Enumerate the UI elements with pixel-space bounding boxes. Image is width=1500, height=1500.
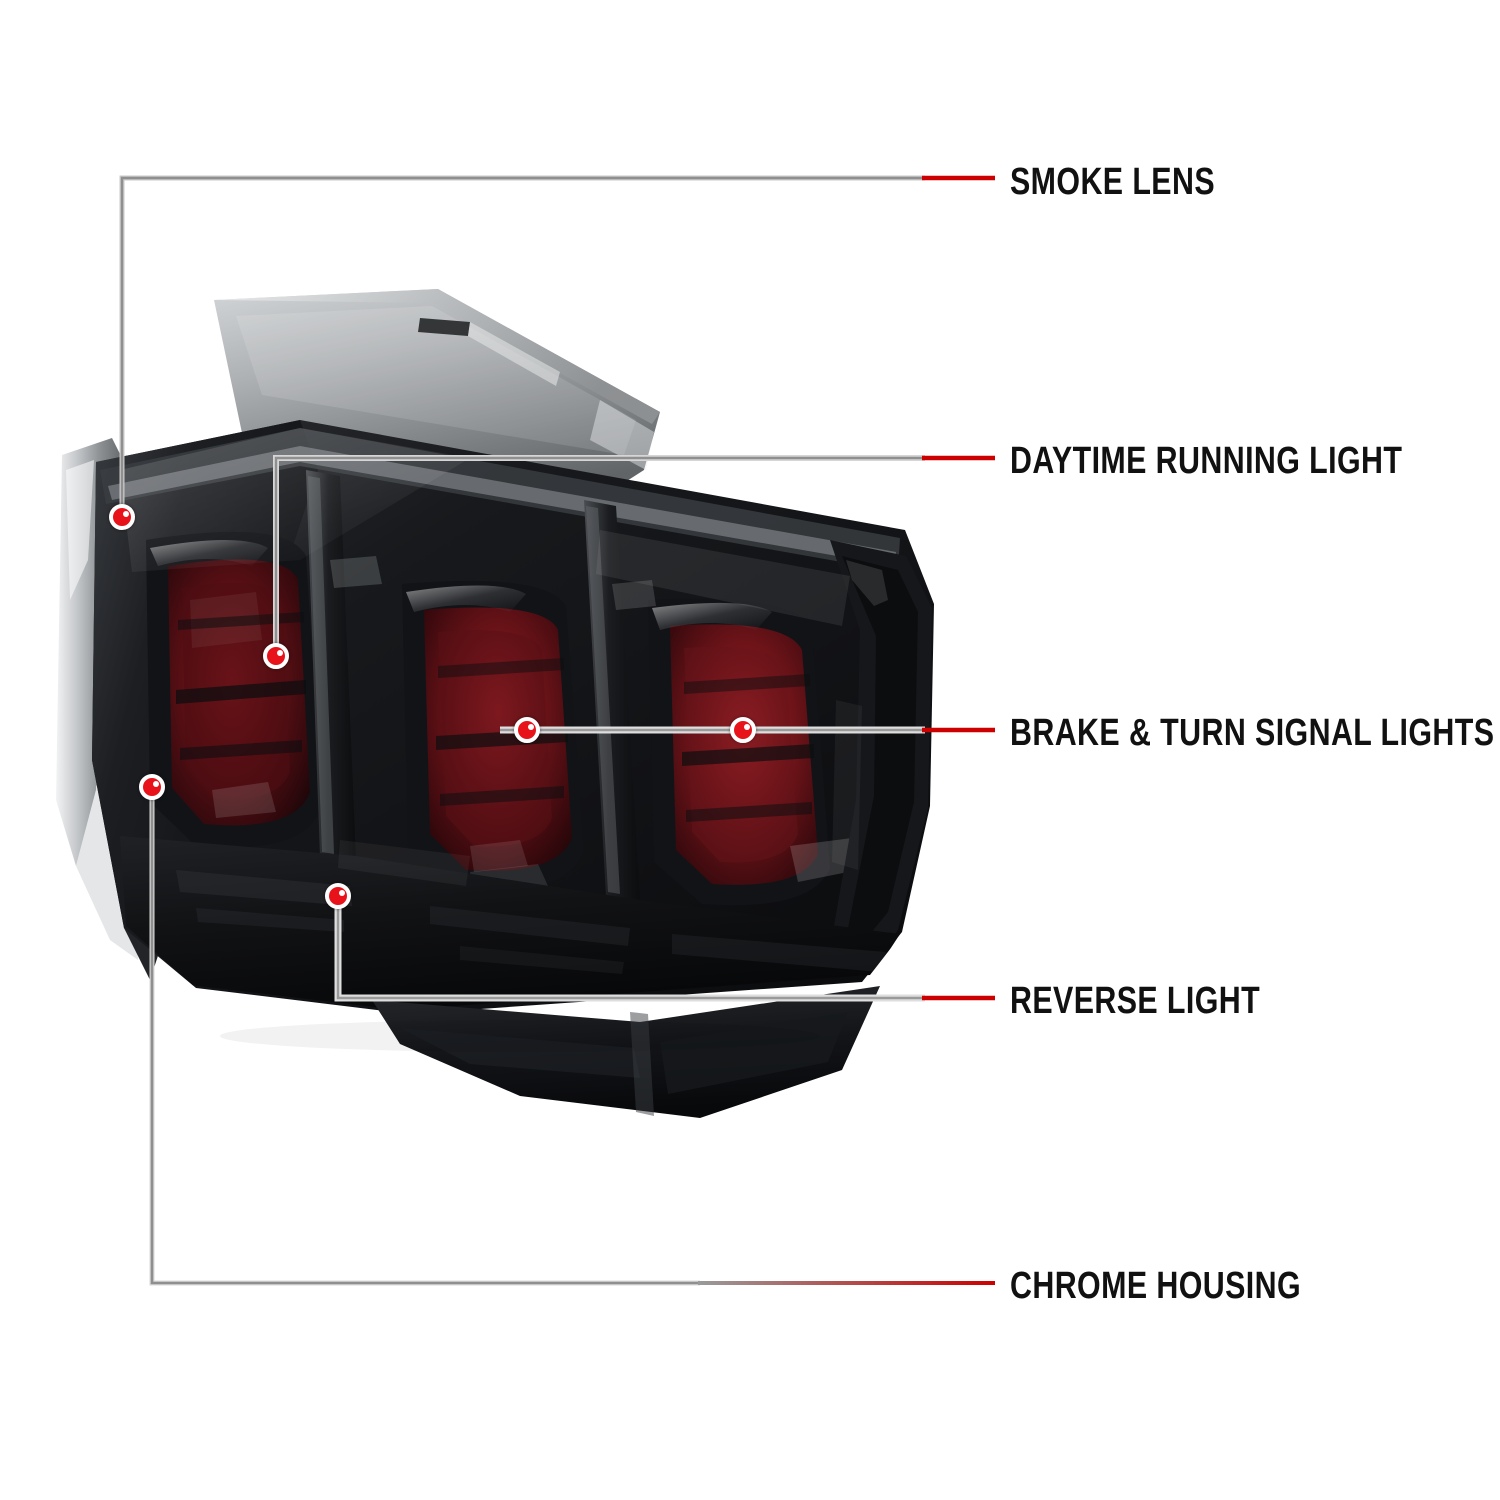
callout-label-chrome-housing: CHROME HOUSING [1010,1265,1302,1307]
marker-reverse-light[interactable] [325,883,351,909]
marker-brake-turn-signal-lights-1[interactable] [514,717,540,743]
callout-label-smoke-lens: SMOKE LENS [1010,161,1215,203]
leader-chrome-housing [149,787,995,1286]
callout-label-brake-turn-signal-lights: BRAKE & TURN SIGNAL LIGHTS [1010,712,1495,754]
callout-label-reverse-light: REVERSE LIGHT [1010,980,1261,1022]
leader-daytime-running-light [273,455,995,656]
marker-daytime-running-light[interactable] [263,643,289,669]
marker-smoke-lens[interactable] [109,504,135,530]
brake-lens-segment-3 [648,598,858,906]
leader-reverse-light [334,896,995,1002]
callout-label-daytime-running-light: DAYTIME RUNNING LIGHT [1010,440,1403,482]
marker-chrome-housing[interactable] [139,774,165,800]
brake-lens-segment-2 [402,580,584,892]
marker-brake-turn-signal-lights-2[interactable] [730,717,756,743]
housing-lower-skirt [372,986,880,1118]
leader-smoke-lens [119,175,995,517]
